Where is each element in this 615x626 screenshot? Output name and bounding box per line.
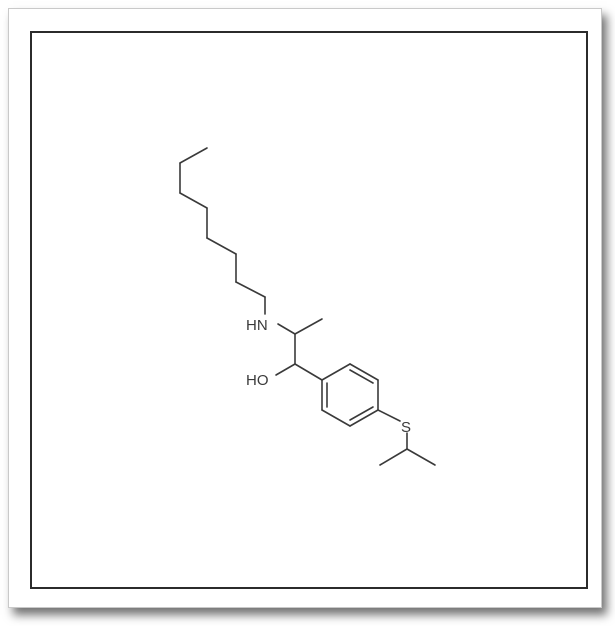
bond: [406, 448, 436, 466]
bond: [294, 318, 323, 335]
double-bond: [349, 369, 374, 384]
bond: [277, 323, 296, 335]
bond: [321, 363, 351, 381]
amine-label: HN: [246, 317, 268, 334]
sulfur-label: S: [401, 419, 411, 436]
bond: [377, 409, 401, 422]
bond: [235, 281, 266, 298]
backbone: [275, 318, 323, 381]
structure-frame: [30, 31, 588, 589]
bond: [275, 363, 296, 376]
isopropylthio-group: [377, 409, 436, 466]
bond: [206, 237, 237, 255]
bond: [379, 448, 408, 466]
bond: [321, 409, 351, 427]
double-bond: [349, 406, 374, 421]
image-card: [8, 8, 602, 608]
bond: [179, 147, 208, 164]
hydroxyl-label: HO: [246, 372, 269, 389]
octyl-chain: [179, 147, 266, 315]
bond: [349, 363, 379, 381]
benzene-ring: [321, 363, 379, 427]
bond: [349, 409, 379, 427]
bond: [294, 363, 323, 381]
bond: [179, 192, 208, 209]
